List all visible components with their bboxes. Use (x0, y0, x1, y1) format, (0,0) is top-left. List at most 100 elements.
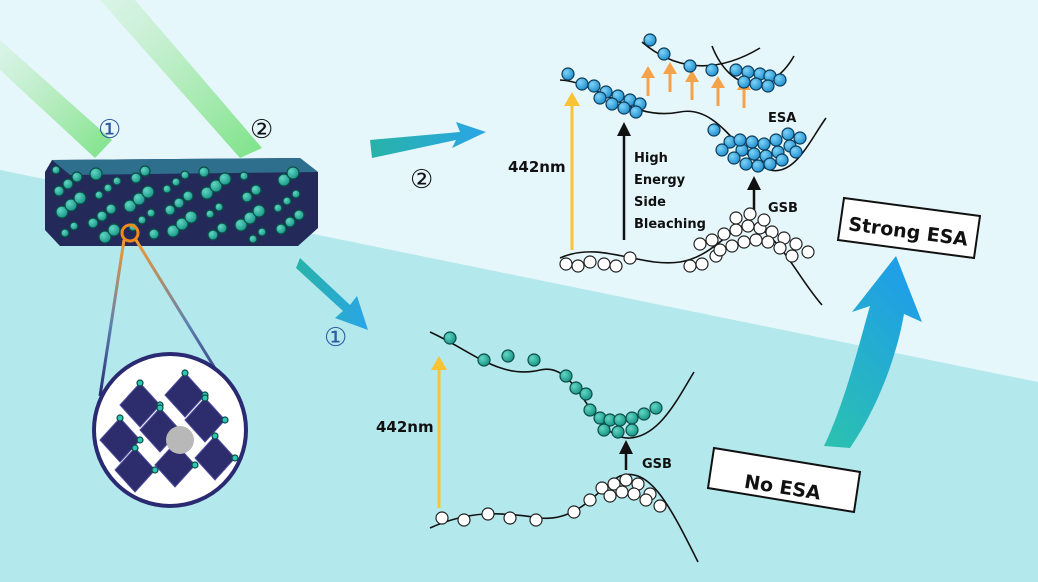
gsb-label-lower: GSB (642, 457, 672, 472)
excited-electron (763, 157, 777, 171)
ground-state-hole (729, 211, 743, 225)
energy-diagram-upper: 442nm High Energy Side Bleaching GSB ESA (508, 33, 827, 306)
excited-electron (749, 77, 763, 91)
ground-state-hole (623, 251, 637, 265)
excited-electron (629, 105, 643, 119)
slab-sphere (89, 167, 103, 181)
relaxed-electron (613, 413, 627, 427)
ground-state-hole (743, 207, 757, 221)
wavelength-label-lower: 442nm (376, 418, 434, 436)
excited-electron (773, 73, 787, 87)
excited-electron (737, 75, 751, 89)
excited-electron (745, 135, 759, 149)
halide-atom (221, 416, 229, 424)
slab-sphere (112, 176, 122, 186)
halide-atom (156, 404, 164, 412)
ground-state-hole (603, 489, 617, 503)
slab-sphere (146, 208, 156, 218)
excited-electron (605, 97, 619, 111)
excited-electron (751, 159, 765, 173)
hesb-line-1: High (634, 151, 668, 166)
halide-atom (131, 444, 139, 452)
ground-state-hole (785, 249, 799, 263)
slab-sphere (53, 185, 65, 197)
slab-sphere (166, 224, 180, 238)
slab-sphere (132, 192, 146, 206)
nanoplatelet-icon (45, 158, 318, 246)
slab-sphere (107, 223, 121, 237)
slab-sphere (175, 217, 189, 231)
ground-state-hole (597, 257, 611, 271)
excited-electron (707, 123, 721, 137)
perovskite-octahedra-icon (92, 352, 248, 508)
excited-electron (781, 127, 795, 141)
relaxed-electron (649, 401, 663, 415)
halide-atom (211, 432, 219, 440)
ground-state-hole (693, 237, 707, 251)
laser-beam-1 (0, 40, 112, 158)
beam-number-2: ② (250, 115, 273, 145)
slab-sphere (214, 202, 224, 212)
slab-sphere (239, 171, 249, 181)
excited-electron (705, 63, 719, 77)
octahedron (184, 397, 226, 443)
excited-electron (715, 143, 729, 157)
ground-state-hole (695, 257, 709, 271)
slab-sphere (275, 223, 287, 235)
ground-state-hole (583, 493, 597, 507)
ground-state-hole (789, 237, 803, 251)
excited-electron (727, 151, 741, 165)
octahedron (99, 417, 141, 463)
slab-sphere (277, 173, 291, 187)
slab-sphere (173, 197, 185, 209)
excited-electron (761, 79, 775, 93)
excited-electron (657, 47, 671, 61)
slab-sphere (248, 234, 258, 244)
relaxed-electron (477, 353, 491, 367)
slab-sphere (105, 203, 117, 215)
slab-sphere (71, 171, 83, 183)
slab-sphere (182, 190, 194, 202)
excited-electron (769, 133, 783, 147)
octahedron (119, 382, 161, 428)
ground-state-hole (609, 259, 623, 273)
excited-electron (739, 157, 753, 171)
ground-state-hole (481, 507, 495, 521)
ground-state-hole (749, 233, 763, 247)
slab-sphere (200, 186, 214, 200)
relaxed-electron (443, 331, 457, 345)
slab-sphere (273, 203, 283, 213)
excited-electron (793, 131, 807, 145)
path-arrow-2 (370, 122, 486, 158)
relaxed-electron (569, 381, 583, 395)
excited-electron (683, 59, 697, 73)
ground-state-hole (737, 235, 751, 249)
wavelength-label-upper: 442nm (508, 158, 566, 176)
excited-electron (617, 101, 631, 115)
no-esa-box: No ESA (706, 446, 862, 514)
relaxed-electron (637, 407, 651, 421)
esa-arrow-head (685, 70, 699, 82)
slab-sphere (209, 179, 223, 193)
halide-atom (136, 436, 144, 444)
excited-electron (757, 137, 771, 151)
ground-state-hole (639, 493, 653, 507)
slab-sphere (73, 191, 87, 205)
excited-electron (561, 67, 575, 81)
hesb-line-3: Side (634, 195, 666, 210)
ground-state-hole (615, 485, 629, 499)
slab-sphere (69, 221, 79, 231)
energy-diagram-lower: 442nm GSB (376, 331, 699, 563)
ground-state-hole (529, 513, 543, 527)
slab-sphere (205, 209, 215, 219)
slab-sphere (282, 196, 292, 206)
slab-sphere (94, 190, 104, 200)
halide-atom (136, 379, 144, 387)
relaxed-electron (625, 411, 639, 425)
ground-state-hole (761, 235, 775, 249)
slab-sphere (243, 211, 257, 225)
slab-sphere (291, 189, 301, 199)
slab-sphere (250, 184, 262, 196)
slab-sphere (141, 185, 155, 199)
ground-state-hole (717, 227, 731, 241)
